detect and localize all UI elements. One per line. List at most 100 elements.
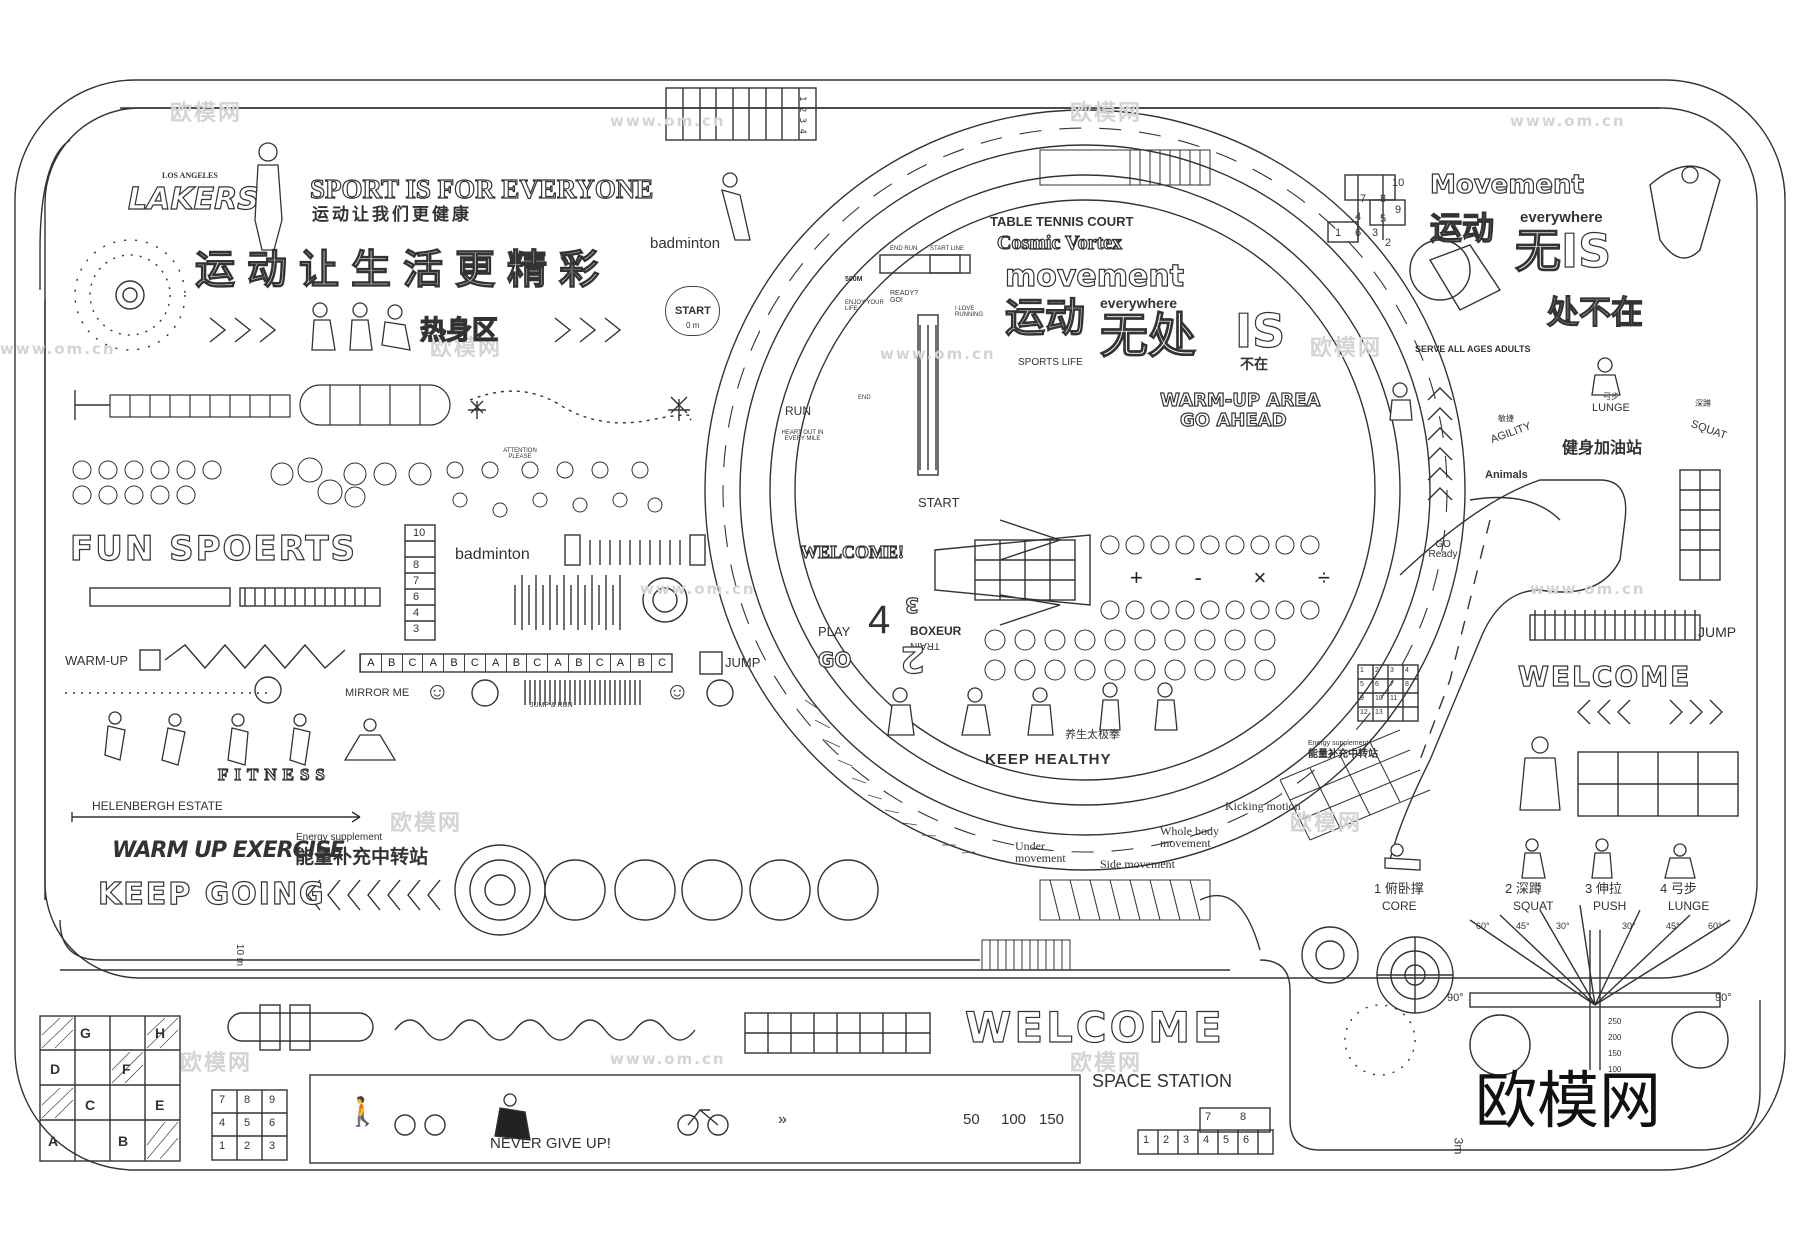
hop-number: 7 [1205,1111,1212,1123]
keep-healthy-label: KEEP HEALTHY [985,751,1112,768]
site-logo: 欧模网 [1475,1064,1662,1137]
walk-icon: 🚶 [345,1096,380,1127]
angle-label: 30° [1622,921,1636,931]
watermark: 欧模网 [1070,101,1143,126]
energy-small-label: Energy supplement [1308,740,1369,747]
sudoku-number: 8 [1405,681,1409,688]
smile-icon: ☺ [425,678,450,705]
exercise-name-cn: 1 俯卧撑 [1374,881,1424,896]
keypad-key: 7 [219,1094,226,1106]
sudoku-number: 9 [1360,695,1364,702]
three-m-label: 3m [1451,1137,1466,1155]
operator-symbol: - [1194,565,1202,590]
keypad-key: 8 [244,1094,251,1106]
table-tennis-label: TABLE TENNIS COURT [990,214,1134,229]
hop-number: 5 [1223,1134,1230,1146]
hop-grid-number: 10 [1392,177,1405,189]
jump-run-label: JUMP & RUN [530,702,573,709]
watermark: 欧模网 [390,811,463,836]
sudoku-number: 12 [1360,709,1368,716]
welcome-right-title: WELCOME [1517,660,1692,693]
grid-letter: H [155,1025,166,1041]
sudoku-number: 2 [1375,667,1379,674]
whole-body-label: Whole body movement [1160,824,1219,850]
exercise-name-cn: 2 深蹲 [1505,881,1542,896]
welcome-bottom-title: WELCOME [964,1003,1225,1052]
mirror-me-label: MIRROR ME [345,687,410,699]
grid-letter: F [122,1061,131,1077]
end-label: END [858,395,871,401]
sudoku-number: 10 [1375,695,1383,702]
five-hundred-label: 500M [845,276,863,283]
watermark: 欧模网 [180,1051,253,1076]
love-running-label: I LOVE RUNNING [955,306,983,318]
angle-label: 30° [1556,921,1570,931]
energy-small-cn-label: 能量补充中转站 [1308,749,1378,760]
welcome-title: WELCOME! [799,542,905,562]
hop-number: 1 [1143,1134,1150,1146]
movement-title: movement [1004,259,1185,294]
hop-grid-number: 1 [1335,227,1342,239]
exercise-name-en: PUSH [1593,899,1627,913]
hop-number: 8 [1240,1111,1247,1123]
boxeur-label: BOXEUR [910,624,962,638]
ninety-right-label: 90° [1715,992,1732,1004]
lunge-label: LUNGE [1592,402,1630,414]
exercise-name-cn: 3 伸拉 [1585,881,1622,896]
slogan-cn: 运动让生活更精彩 [194,247,611,293]
keypad-key: 4 [219,1117,226,1129]
watermark: 欧模网 [170,101,243,126]
sudoku-number: 7 [1390,681,1394,688]
everywhere-label: everywhere [1100,295,1178,311]
hop-grid-number: 2 [1385,237,1392,249]
squat-cn-label: 深蹲 [1695,399,1711,408]
fitness-zone-label: 热身区 [419,316,499,346]
watermark: 欧模网 [1290,811,1363,836]
math-operators: +-×÷ [1130,565,1330,591]
end-run-label: END RUN [890,246,918,252]
energy-supplement-label: Energy supplement [296,832,383,843]
operator-symbol: × [1253,565,1267,590]
sport-everyone-title: SPORT IS FOR EVERYONE [309,174,654,204]
watermark-url: www.om.cn [640,580,756,598]
track-number-row: 1 2 3 4 [797,96,807,134]
exercise-name-en: SQUAT [1513,899,1554,913]
sudoku-number: 11 [1390,695,1398,702]
keypad-key: 6 [269,1117,276,1129]
hop-number: 6 [413,591,420,603]
keypad-key: 3 [269,1140,276,1152]
distance-mark: 100 [1001,1111,1027,1128]
hop-number: 3 [413,623,420,635]
wu-is-right: 无IS [1514,224,1612,278]
play-label: PLAY [818,624,851,639]
badminton-label-2: badminton [455,546,530,563]
keypad-key: 2 [244,1140,251,1152]
abc-cell: C [651,654,672,672]
go-label: GO [817,648,852,672]
warm-up-label: WARM-UP [65,653,129,668]
sudoku-number: 4 [1405,667,1409,674]
abc-cell: A [422,654,443,672]
exercise-name-en: CORE [1382,899,1417,913]
hop-number: 8 [413,559,420,571]
abc-cell: B [380,654,402,672]
energy-cn-label: 能量补充中转站 [295,846,429,868]
abc-cell: C [463,654,485,672]
never-give-up-label: NEVER GIVE UP! [490,1135,611,1152]
cosmic-vortex-title: Cosmic Vortex [996,232,1122,254]
serve-all-ages-label: SERVE ALL AGES ADULTS [1415,344,1531,354]
grid-letter: A [48,1133,59,1149]
taiji-label: 养生太极拳 [1065,729,1120,741]
agility-cn-label: 敏捷 [1498,414,1514,423]
go-ready-label: GO Ready [1428,539,1458,560]
abc-cell: B [443,654,464,672]
keypad-key: 5 [244,1117,251,1129]
sudoku-number: 3 [1390,667,1394,674]
hop-grid-number: 4 [1355,211,1362,223]
watermark-url: www.om.cn [1530,580,1646,598]
angle-label: 60° [1476,921,1490,931]
heart-out-label: HEART OUT IN EVERY MILE [781,430,824,442]
grid-letter: C [85,1097,96,1113]
